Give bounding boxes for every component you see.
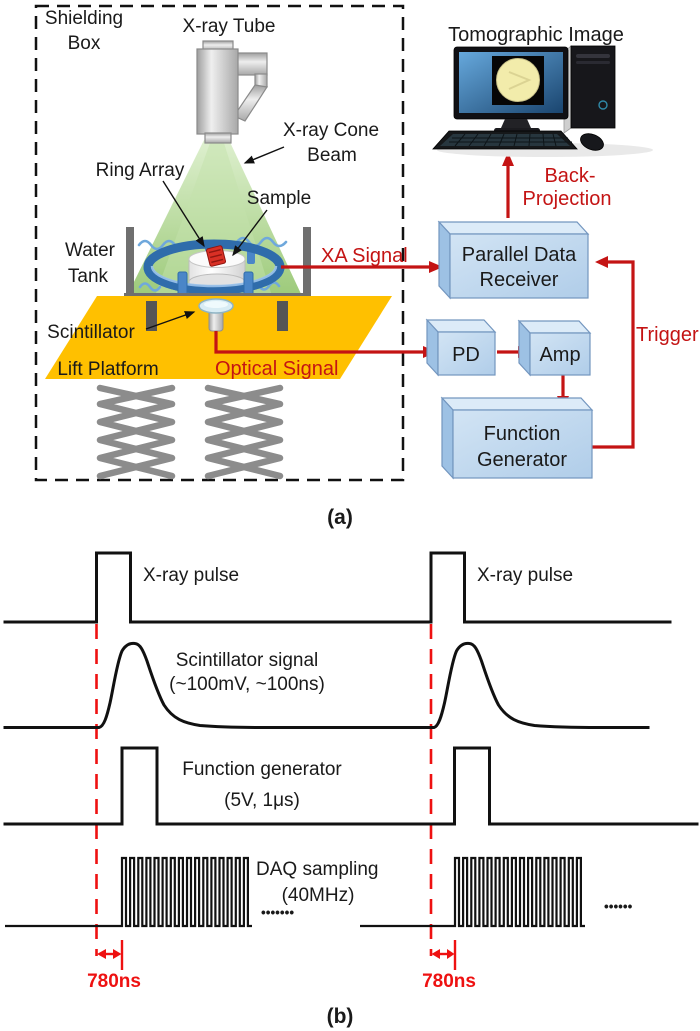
pd-block: PD bbox=[425, 318, 497, 377]
shielding-box-label-line2: Box bbox=[68, 33, 101, 54]
daq-sampling-burst-2 bbox=[360, 856, 585, 928]
monitor-neck bbox=[501, 119, 531, 128]
xa-signal-arrowhead bbox=[429, 261, 443, 273]
ring-array-leader-arrow bbox=[162, 180, 205, 248]
trigger-label: Trigger bbox=[636, 324, 699, 346]
scintillator-signal-label-line2: (~100mV, ~100ns) bbox=[169, 674, 325, 695]
daq-sampling-label-line2: (40MHz) bbox=[282, 885, 355, 906]
tank-legs bbox=[146, 301, 288, 331]
ellipsis-dots-2: •••••• bbox=[604, 899, 633, 914]
delay-label-2: 780ns bbox=[422, 971, 476, 992]
signal-arrows bbox=[214, 152, 635, 449]
back-projection-label-line2: Projection bbox=[523, 188, 612, 210]
ring-array-label: Ring Array bbox=[96, 160, 185, 181]
sample-label: Sample bbox=[247, 188, 311, 209]
mouse bbox=[580, 133, 604, 151]
panel-b: X-ray pulse X-ray pulse Scintillator sig… bbox=[3, 551, 699, 1028]
water-tank-label-line2: Tank bbox=[68, 266, 109, 287]
xray-tube-label: X-ray Tube bbox=[183, 16, 276, 37]
function-generator-block: Function Generator bbox=[440, 396, 594, 480]
cone-beam-label-line2: Beam bbox=[307, 145, 357, 166]
receiver-label-line2: Receiver bbox=[480, 269, 559, 291]
sample bbox=[205, 245, 227, 267]
optical-signal-label: Optical Signal bbox=[215, 358, 338, 380]
amp-label: Amp bbox=[539, 344, 580, 366]
daq-sampling-burst-1 bbox=[5, 856, 252, 928]
xa-signal-label: XA Signal bbox=[321, 245, 408, 267]
shielding-box-label-line1: Shielding bbox=[45, 8, 123, 29]
tomographic-image-circle bbox=[496, 58, 540, 102]
lift-springs bbox=[96, 384, 284, 480]
xray-pulse-waveform bbox=[3, 551, 672, 624]
function-generator-label-line2: (5V, 1μs) bbox=[224, 790, 300, 811]
back-projection-label-line1: Back- bbox=[544, 165, 595, 187]
trigger-arrowhead bbox=[595, 256, 608, 268]
water-tank-label-line1: Water bbox=[65, 240, 116, 261]
pd-label: PD bbox=[452, 344, 480, 366]
panel-b-caption: (b) bbox=[327, 1005, 354, 1028]
scintillator bbox=[198, 298, 234, 332]
delay-marker-2 bbox=[431, 940, 457, 970]
sample-stage bbox=[188, 245, 246, 291]
delay-label-1: 780ns bbox=[87, 971, 141, 992]
xray-pulse-label-1: X-ray pulse bbox=[143, 565, 239, 586]
computer bbox=[432, 45, 653, 157]
panel-a: Shielding Box X-ray Tube X-ray Cone Beam… bbox=[34, 4, 699, 529]
optical-signal-line bbox=[214, 331, 423, 354]
leader-arrows bbox=[145, 146, 285, 330]
ring-array-front bbox=[143, 265, 285, 298]
keyboard bbox=[432, 130, 578, 150]
scintillator-leader-arrow bbox=[145, 311, 196, 330]
function-generator-label-line1: Function generator bbox=[182, 759, 342, 780]
delay-marker-1 bbox=[97, 940, 124, 970]
generator-label-line1: Function bbox=[484, 423, 561, 445]
scintillator-waveform bbox=[3, 641, 650, 729]
function-generator-waveform bbox=[3, 746, 699, 826]
panel-a-caption: (a) bbox=[327, 506, 353, 529]
monitor bbox=[453, 46, 569, 134]
ellipsis-dots-1: ••••••• bbox=[261, 905, 294, 920]
trigger-line bbox=[592, 260, 635, 449]
scintillator-label: Scintillator bbox=[47, 322, 135, 343]
generator-label-line2: Generator bbox=[477, 449, 567, 471]
tomographic-image-label: Tomographic Image bbox=[448, 24, 624, 46]
tower bbox=[563, 45, 616, 134]
lift-platform bbox=[45, 296, 392, 379]
lift-platform-label: Lift Platform bbox=[57, 359, 158, 380]
receiver-label-line1: Parallel Data bbox=[462, 244, 577, 266]
xray-pulse-label-2: X-ray pulse bbox=[477, 565, 573, 586]
back-projection-arrowhead bbox=[502, 152, 514, 166]
cone-beam-label-line1: X-ray Cone bbox=[283, 120, 379, 141]
parallel-data-receiver-block: Parallel Data Receiver bbox=[437, 220, 590, 300]
cone-leader-arrow bbox=[243, 146, 285, 164]
scintillator-signal-label-line1: Scintillator signal bbox=[176, 650, 319, 671]
daq-sampling-label-line1: DAQ sampling bbox=[256, 859, 379, 880]
amp-block: Amp bbox=[517, 319, 592, 377]
power-button-icon bbox=[598, 100, 608, 110]
sample-leader-arrow bbox=[232, 209, 268, 257]
xray-tube bbox=[196, 40, 269, 144]
